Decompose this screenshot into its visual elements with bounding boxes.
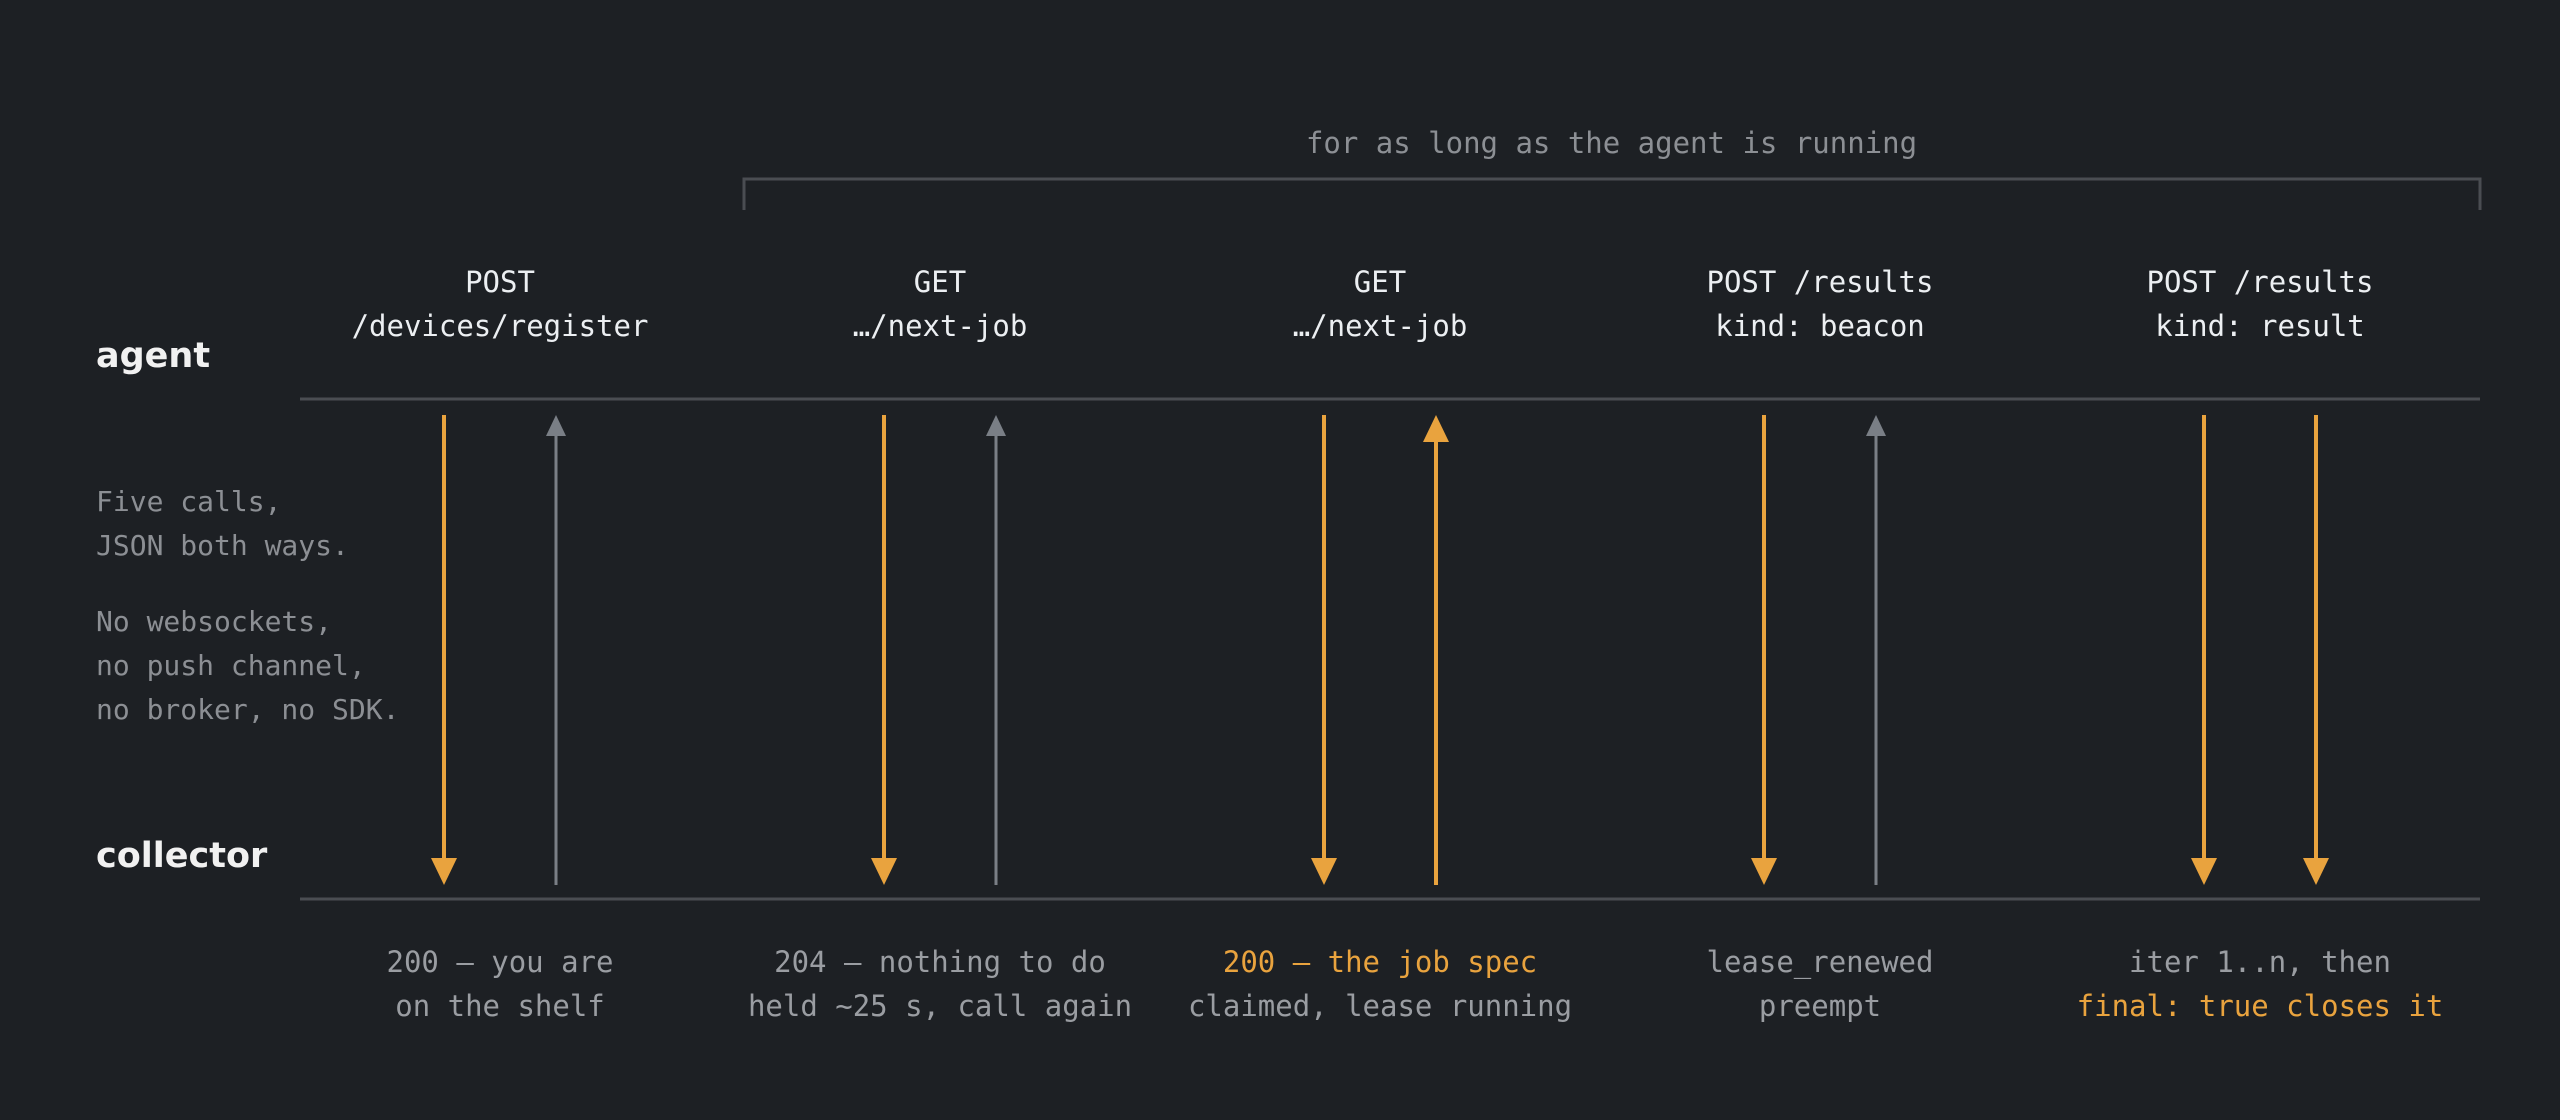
- loop-bracket: [742, 177, 2482, 210]
- response-line-2: claimed, lease running: [1187, 989, 1573, 1023]
- response-line-2: preempt: [1758, 989, 1882, 1023]
- arrow-head: [871, 858, 897, 885]
- call-2-arrow-1-down: [871, 415, 897, 885]
- request-method: GET: [913, 265, 967, 299]
- call-4-request: POST /results kind: beacon: [1600, 260, 2040, 348]
- arrow-head: [2191, 858, 2217, 885]
- call-4-response: lease_renewed preempt: [1600, 940, 2040, 1028]
- arrow-head: [986, 415, 1006, 436]
- arrow-head: [1311, 858, 1337, 885]
- arrow-head: [546, 415, 566, 436]
- call-2-arrow-2-up: [986, 415, 1006, 885]
- request-path: kind: result: [2155, 309, 2365, 343]
- call-5-request: POST /results kind: result: [2040, 260, 2480, 348]
- call-1-arrow-2-up: [546, 415, 566, 885]
- message-arrows: [431, 415, 2329, 885]
- call-2-request: GET …/next-job: [720, 260, 1160, 348]
- response-line-2: final: true closes it: [2076, 989, 2444, 1023]
- request-method: GET: [1353, 265, 1407, 299]
- note-line: no push channel,: [96, 649, 366, 682]
- note-paragraph-1: Five calls, JSON both ways.: [96, 480, 349, 568]
- call-2-response: 204 — nothing to do held ~25 s, call aga…: [720, 940, 1160, 1028]
- call-4-arrow-2-up: [1866, 415, 1886, 885]
- arrow-head: [1866, 415, 1886, 436]
- call-3-response: 200 — the job spec claimed, lease runnin…: [1160, 940, 1600, 1028]
- note-line: JSON both ways.: [96, 529, 349, 562]
- call-3-arrow-2-up: [1423, 415, 1449, 885]
- request-path: …/next-job: [852, 309, 1028, 343]
- request-method: POST /results: [2146, 265, 2374, 299]
- response-line-2: on the shelf: [395, 989, 605, 1023]
- arrow-head: [1423, 415, 1449, 442]
- call-5-response: iter 1..n, then final: true closes it: [2040, 940, 2480, 1028]
- arrow-head: [2303, 858, 2329, 885]
- request-path: …/next-job: [1292, 309, 1468, 343]
- note-paragraph-2: No websockets, no push channel, no broke…: [96, 600, 399, 732]
- note-line: Five calls,: [96, 485, 282, 518]
- response-line-1: 200 — you are: [386, 945, 614, 979]
- loop-bracket-label: for as long as the agent is running: [1305, 126, 1918, 160]
- call-5-arrow-2-down: [2303, 415, 2329, 885]
- arrow-head: [431, 858, 457, 885]
- response-line-2: held ~25 s, call again: [747, 989, 1133, 1023]
- note-line: no broker, no SDK.: [96, 693, 400, 726]
- response-line-1: 204 — nothing to do: [774, 945, 1106, 979]
- response-line-1: iter 1..n, then: [2129, 945, 2391, 979]
- call-1-response: 200 — you are on the shelf: [280, 940, 720, 1028]
- request-path: kind: beacon: [1715, 309, 1925, 343]
- response-line-1: 200 — the job spec: [1222, 945, 1538, 979]
- call-3-request: GET …/next-job: [1160, 260, 1600, 348]
- call-5-arrow-1-down: [2191, 415, 2217, 885]
- call-4-arrow-1-down: [1751, 415, 1777, 885]
- arrow-head: [1751, 858, 1777, 885]
- call-3-arrow-1-down: [1311, 415, 1337, 885]
- agent-lane-label: agent: [96, 336, 211, 376]
- request-path: /devices/register: [351, 309, 649, 343]
- collector-lane-label: collector: [96, 836, 268, 876]
- request-method: POST: [465, 265, 535, 299]
- call-1-arrow-1-down: [431, 415, 457, 885]
- note-line: No websockets,: [96, 605, 333, 638]
- response-line-1: lease_renewed: [1706, 945, 1934, 979]
- request-method: POST /results: [1706, 265, 1934, 299]
- call-1-request: POST /devices/register: [280, 260, 720, 348]
